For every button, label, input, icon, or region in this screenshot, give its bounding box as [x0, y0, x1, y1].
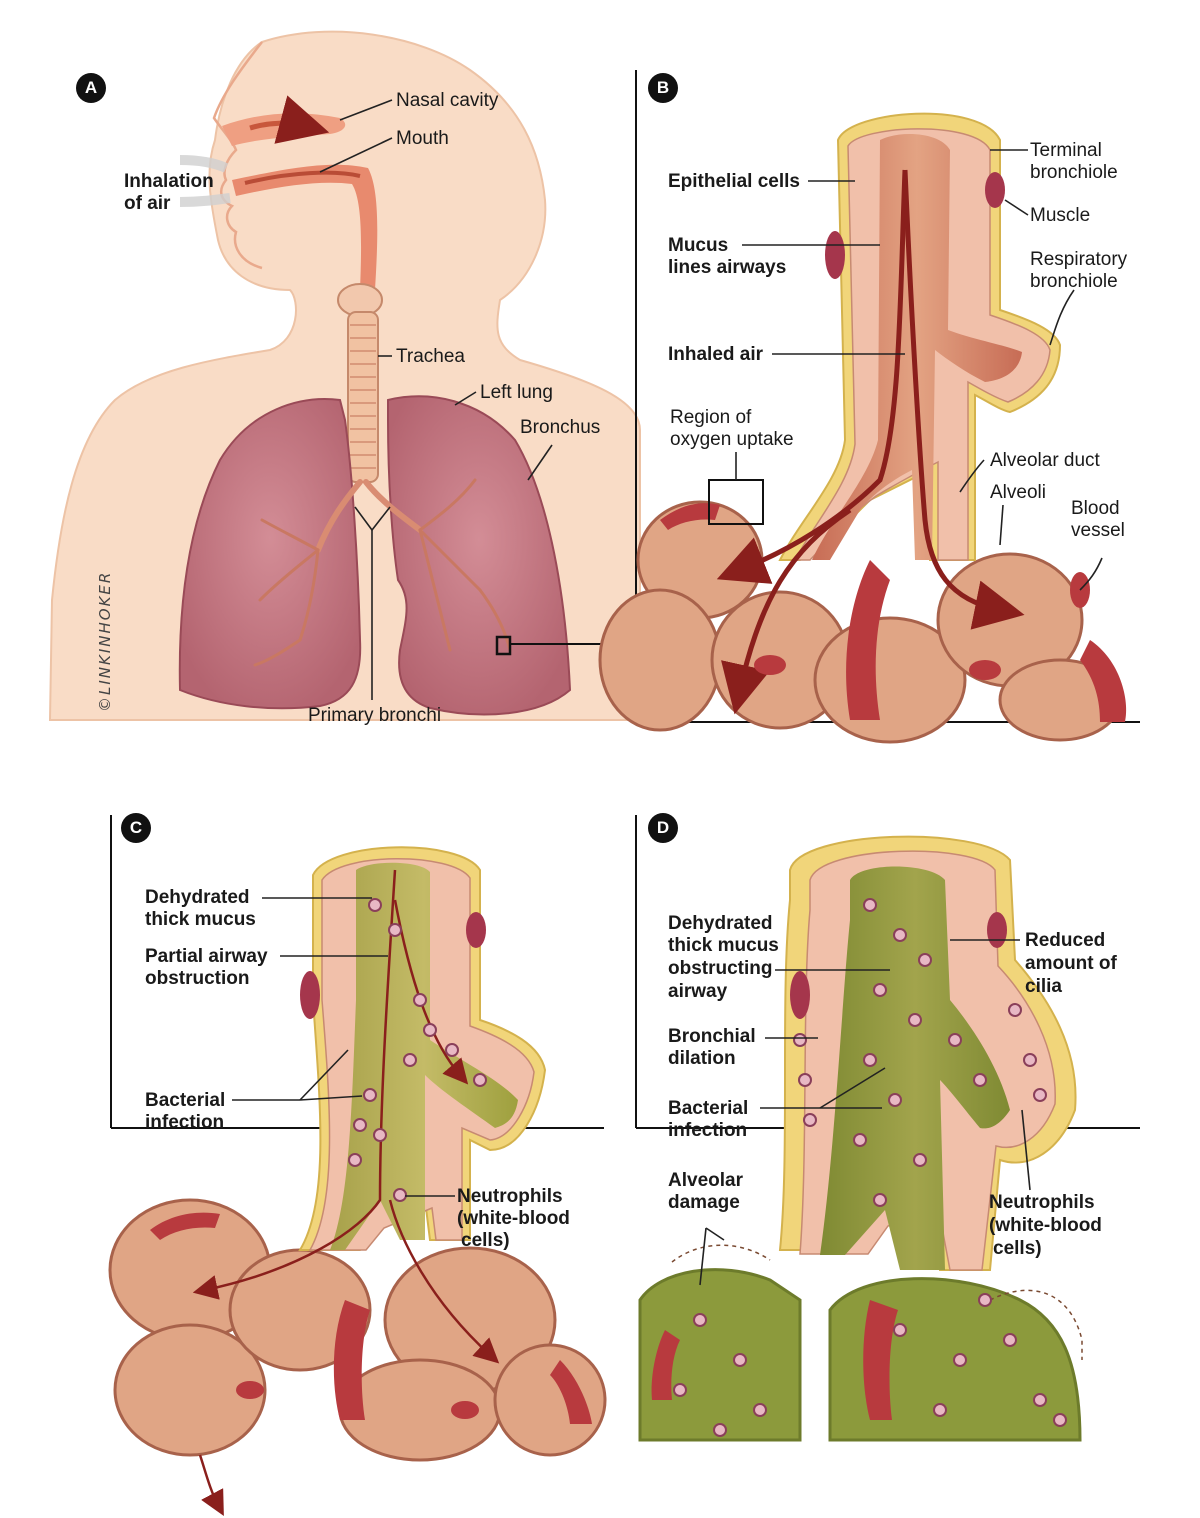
label-mouth: Mouth — [396, 128, 449, 149]
label-c-neutrophils-line3: cells) — [461, 1230, 510, 1251]
label-respiratory-line2: bronchiole — [1030, 271, 1118, 292]
panel-a-art — [48, 30, 641, 721]
label-d-reduced-line2: amount of — [1025, 953, 1117, 974]
label-c-partial-line2: obstruction — [145, 968, 250, 989]
label-blood-line2: vessel — [1071, 520, 1125, 541]
label-epithelial-cells: Epithelial cells — [668, 171, 800, 192]
label-bronchus: Bronchus — [520, 417, 601, 438]
label-inhalation-line2: of air — [124, 193, 171, 214]
panel-d-art — [635, 815, 1140, 1442]
mouth-passage — [232, 164, 378, 290]
label-d-dehydrated-line3: obstructing — [668, 958, 773, 979]
label-alveolar-duct: Alveolar duct — [990, 450, 1100, 471]
label-alveoli: Alveoli — [990, 482, 1046, 503]
label-nasal-cavity: Nasal cavity — [396, 90, 499, 111]
panel-d-badge: D — [648, 813, 678, 843]
label-d-dehydrated-line1: Dehydrated — [668, 913, 773, 934]
label-mucus-line1: Mucus — [668, 235, 729, 256]
label-region-line1: Region of — [670, 407, 752, 428]
label-c-neutrophils-line2: (white-blood — [457, 1208, 570, 1229]
panel-a-badge: A — [76, 73, 106, 103]
label-d-bacterial-line1: Bacterial — [668, 1098, 749, 1119]
label-d-alveolar-line1: Alveolar — [668, 1170, 743, 1191]
mucus-lumen-d — [820, 866, 1010, 1270]
panel-b-art — [598, 70, 1140, 744]
label-inhaled-air: Inhaled air — [668, 344, 764, 365]
label-d-bronchial-line1: Bronchial — [668, 1026, 756, 1047]
panel-c-art — [108, 815, 607, 1517]
label-trachea: Trachea — [396, 346, 465, 367]
label-d-alveolar-line2: damage — [668, 1192, 740, 1213]
label-c-dehydrated-line1: Dehydrated — [145, 887, 250, 908]
label-c-bacterial-line2: infection — [145, 1112, 225, 1133]
inset-box-marker — [495, 635, 512, 656]
label-terminal-line2: bronchiole — [1030, 162, 1118, 183]
right-lung — [178, 398, 362, 710]
label-inhalation-line1: Inhalation — [124, 171, 214, 192]
label-region-line2: oxygen uptake — [670, 429, 794, 450]
label-d-reduced-line3: cilia — [1025, 976, 1062, 997]
label-d-bronchial-line2: dilation — [668, 1048, 736, 1069]
label-c-neutrophils-line1: Neutrophils — [457, 1186, 563, 1207]
mucus-lumen-c — [330, 862, 518, 1250]
panel-c-badge: C — [121, 813, 151, 843]
label-d-dehydrated-line2: thick mucus — [668, 935, 779, 956]
label-primary-bronchi: Primary bronchi — [308, 705, 442, 726]
label-d-dehydrated-line4: airway — [668, 981, 728, 1002]
label-blood-line1: Blood — [1071, 498, 1120, 519]
label-c-bacterial-line1: Bacterial — [145, 1090, 226, 1111]
face-profile — [212, 41, 263, 270]
label-mucus-line2: lines airways — [668, 257, 787, 278]
label-d-reduced-line1: Reduced — [1025, 930, 1106, 951]
label-d-neutrophils-line3: cells) — [993, 1238, 1042, 1259]
label-left-lung: Left lung — [480, 382, 553, 403]
label-terminal-line1: Terminal — [1030, 140, 1102, 161]
artist-signature: ©LINKINHOKER — [96, 570, 114, 712]
panel-b-badge: B — [648, 73, 678, 103]
label-muscle: Muscle — [1030, 205, 1091, 226]
bronchiole-lumen — [812, 134, 1022, 560]
label-d-bacterial-line2: infection — [668, 1120, 748, 1141]
label-d-neutrophils-line2: (white-blood — [989, 1215, 1102, 1236]
label-d-neutrophils-line1: Neutrophils — [989, 1192, 1095, 1213]
left-lung — [387, 395, 572, 716]
label-c-partial-line1: Partial airway — [145, 946, 268, 967]
label-c-dehydrated-line2: thick mucus — [145, 909, 256, 930]
label-respiratory-line1: Respiratory — [1030, 249, 1128, 270]
